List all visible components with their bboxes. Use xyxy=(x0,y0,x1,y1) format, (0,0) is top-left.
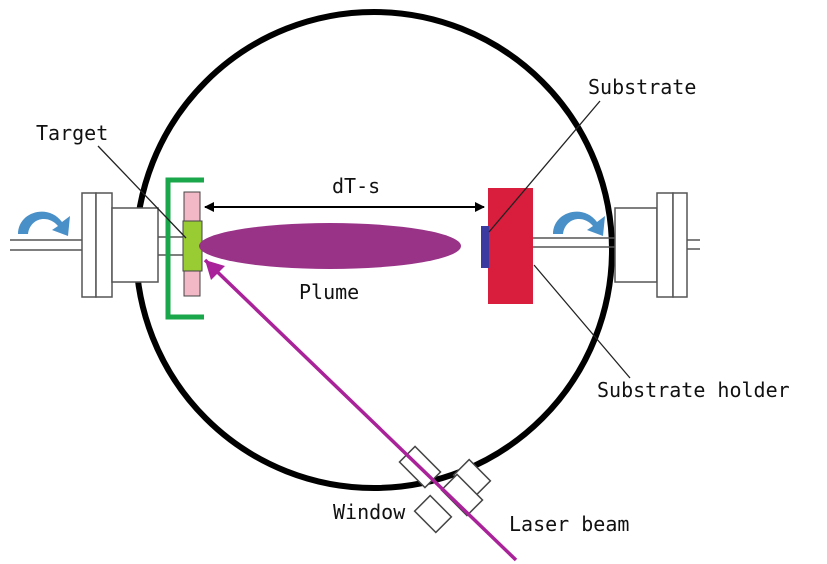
label-target: Target xyxy=(36,121,108,145)
label-laser-beam: Laser beam xyxy=(509,512,629,536)
left-feedthrough xyxy=(10,192,184,298)
right-feedthrough xyxy=(533,192,700,298)
curved-arrow-icon xyxy=(18,211,70,236)
label-distance: dT-s xyxy=(332,174,380,198)
label-substrate: Substrate xyxy=(588,75,696,99)
laser-arrowhead xyxy=(205,260,225,280)
label-substrate-holder: Substrate holder xyxy=(597,378,790,402)
plume xyxy=(199,223,461,269)
curved-arrow-icon xyxy=(553,211,605,236)
substrate xyxy=(481,226,489,268)
substrate-holder xyxy=(488,188,533,304)
leader-lines xyxy=(97,100,631,379)
label-window: Window xyxy=(333,500,406,524)
laser-beam xyxy=(203,258,518,562)
label-plume: Plume xyxy=(299,280,359,304)
target-bracket xyxy=(165,177,204,320)
